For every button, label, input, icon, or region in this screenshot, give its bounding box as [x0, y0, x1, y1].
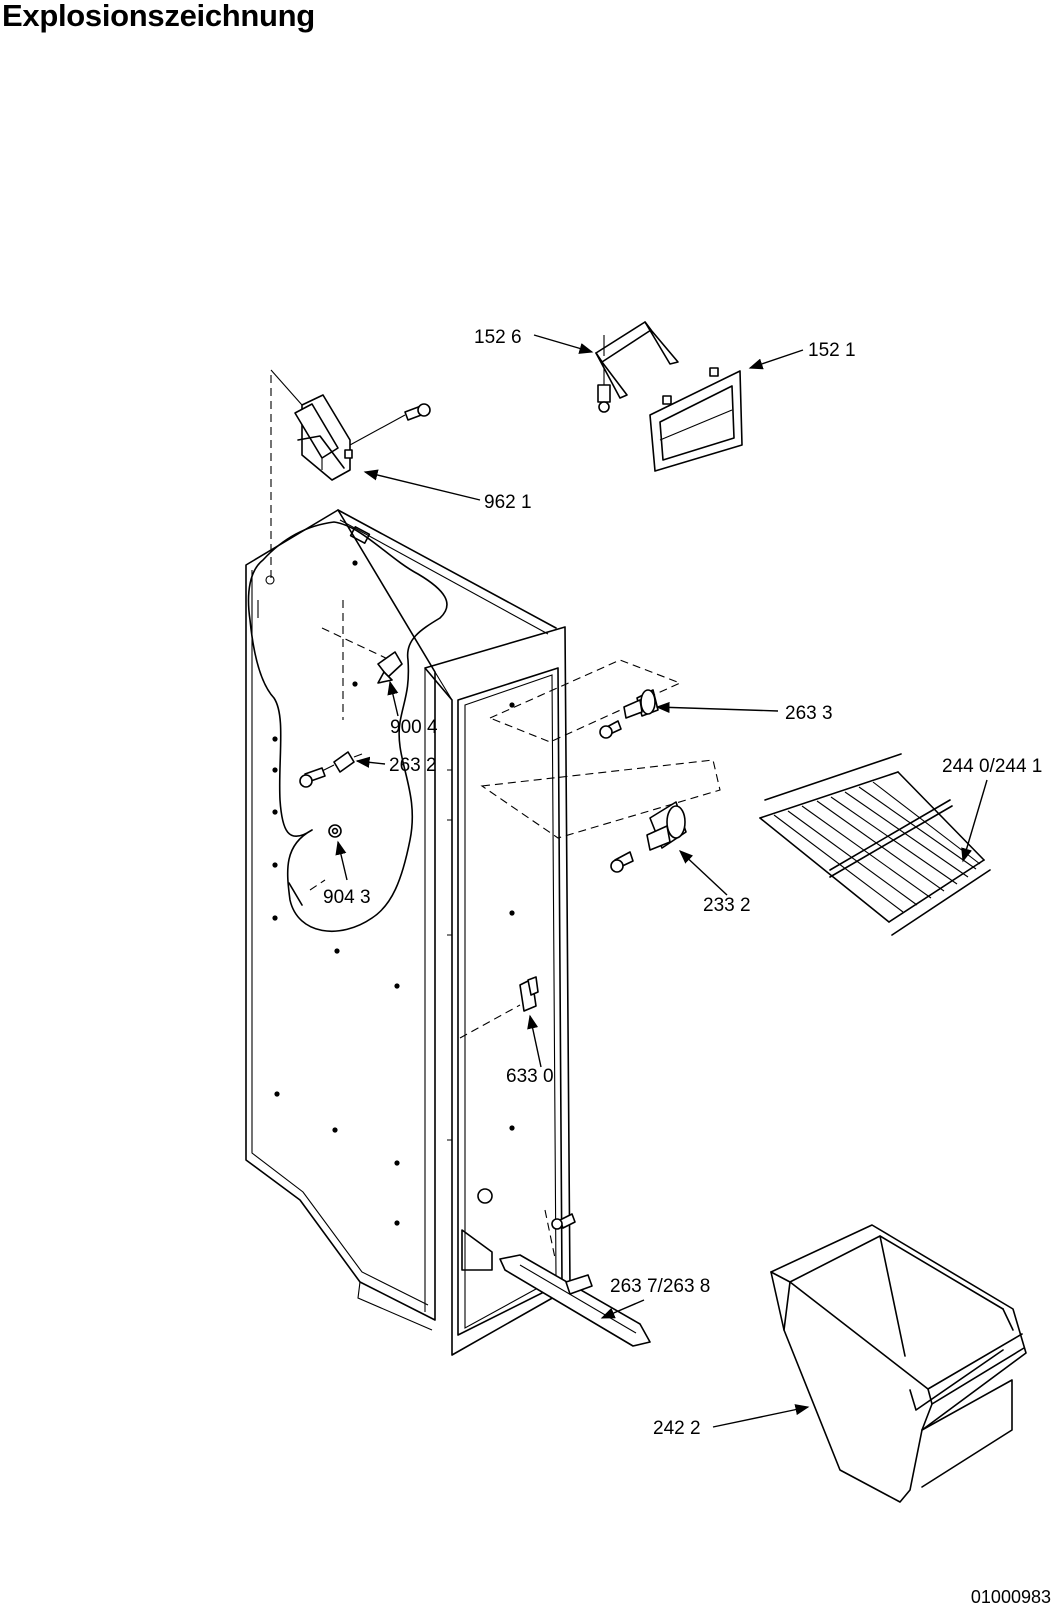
cabinet-liner: [245, 509, 571, 1356]
part-bracket-2632: [299, 751, 363, 788]
screw-icon: [610, 851, 634, 873]
shelf-support-guide-upper: [488, 659, 682, 743]
callout-2633: 263 3: [785, 703, 833, 724]
part-cover-1521: [649, 367, 743, 472]
part-bracket-9621: [270, 369, 353, 481]
page-title: Explosionszeichnung: [2, 0, 315, 33]
callout-1526: 152 6: [474, 327, 522, 348]
screw-icon: [349, 403, 431, 446]
mounting-holes: [272, 560, 515, 1226]
part-rail-2637: [499, 1213, 651, 1347]
part-wire-shelf-2440: [759, 753, 991, 936]
callout-1521: 152 1: [808, 340, 856, 361]
callout-6330: 633 0: [506, 1066, 554, 1087]
callout-2422: 242 2: [653, 1418, 701, 1439]
callout-9621: 962 1: [484, 492, 532, 513]
part-clip-9004: [377, 651, 403, 684]
part-bracket-1526: [595, 321, 679, 413]
callout-2637-2638: 263 7/263 8: [610, 1276, 710, 1297]
drain-hole: [477, 1188, 493, 1204]
callout-labels: 152 6 152 1 962 1 900 4 263 2 904 3 263 …: [323, 327, 1042, 1439]
document-number: 01000983: [970, 1587, 1051, 1607]
part-switch-6330: [519, 976, 539, 1012]
callout-2440-2441: 244 0/244 1: [942, 756, 1042, 777]
part-support-2332: [646, 801, 687, 851]
wire-harness: [247, 521, 448, 932]
screw-icon: [599, 720, 622, 739]
shelf-support-guide-lower: [480, 759, 721, 839]
part-plug-9043: [328, 824, 342, 838]
part-support-2633: [623, 689, 659, 719]
callout-9004: 900 4: [390, 717, 438, 738]
part-bin-2422: [770, 1224, 1027, 1503]
callout-2332: 233 2: [703, 895, 751, 916]
callout-2632: 263 2: [389, 755, 437, 776]
callout-leaders: [335, 334, 988, 1428]
callout-9043: 904 3: [323, 887, 371, 908]
